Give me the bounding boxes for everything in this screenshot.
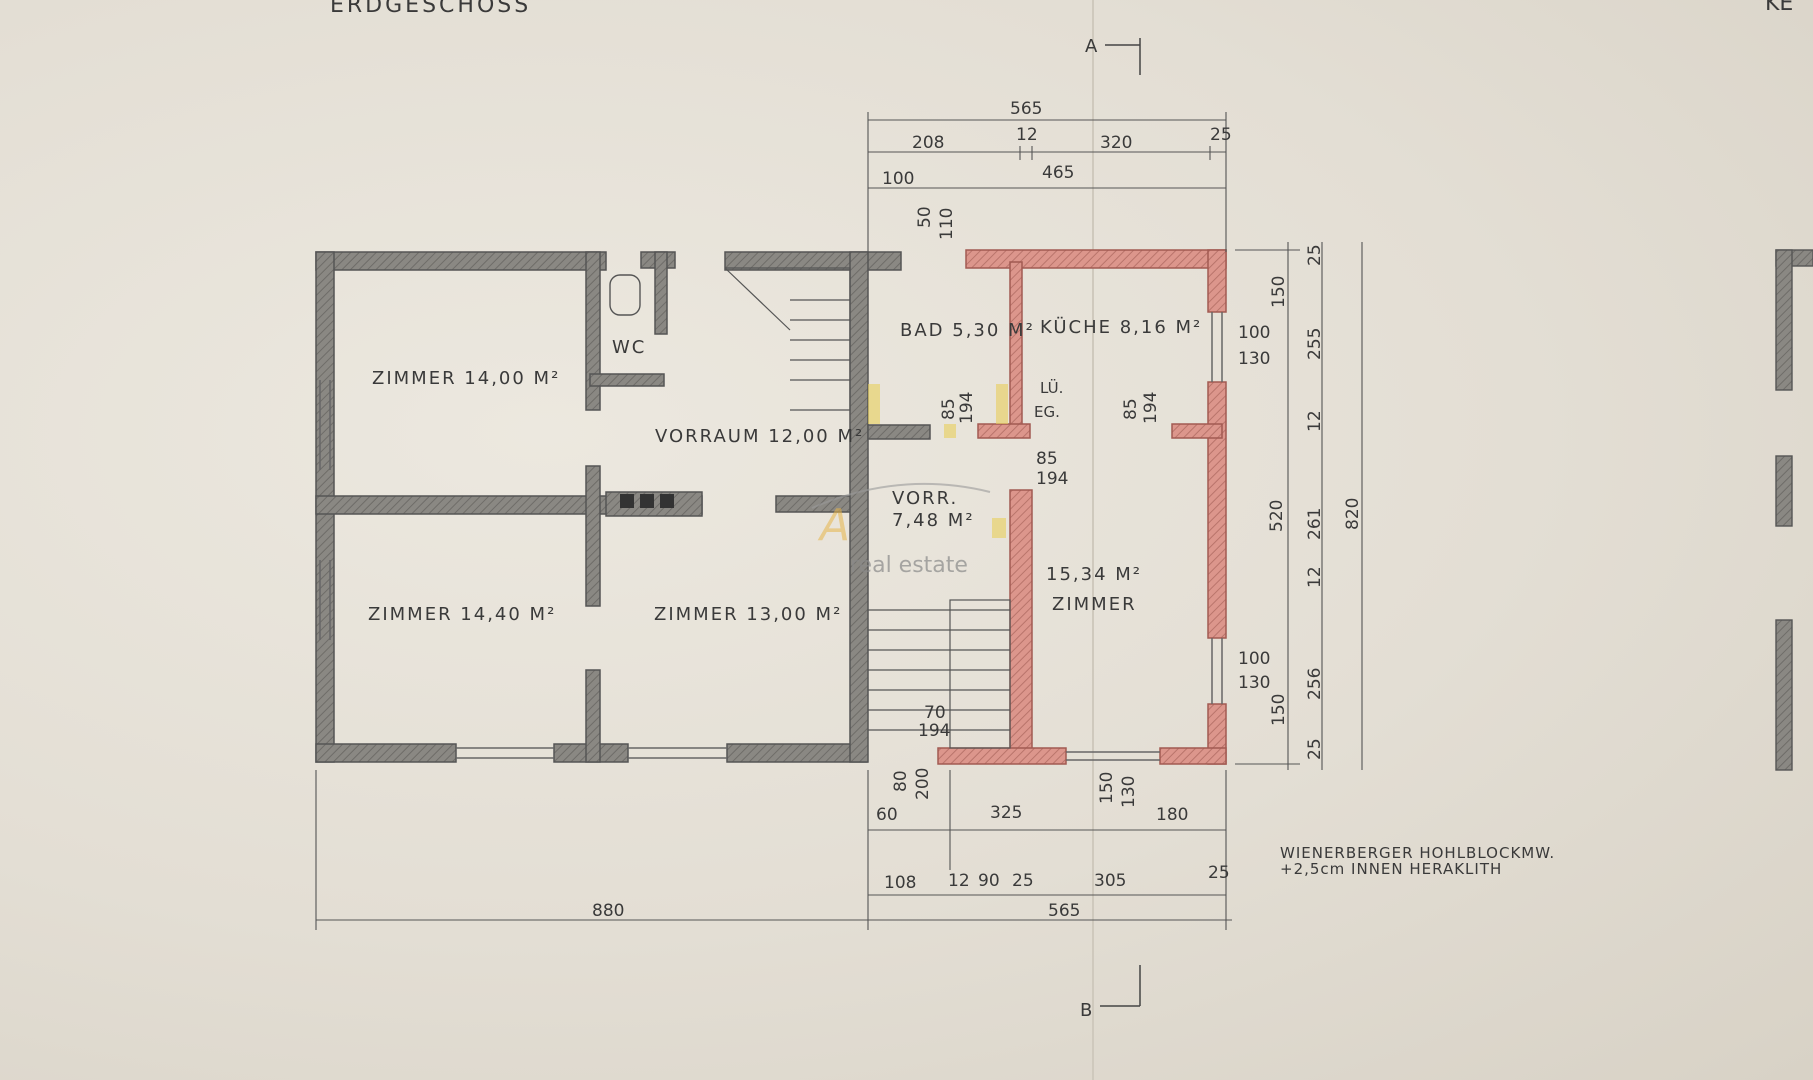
dim-bottom-200: 200 (913, 768, 933, 800)
dim-door-70: 70 (924, 703, 946, 723)
dim-far-261: 261 (1305, 508, 1325, 540)
section-marker-b: B (1080, 1000, 1092, 1021)
room-label-zimmer-nw: ZIMMER 14,00 M² (372, 368, 560, 389)
dim-bottom-130: 130 (1119, 776, 1139, 808)
adjacent-plan-fragment (1775, 249, 1813, 771)
room-label-zimmer-e-area: 15,34 M² (1046, 564, 1142, 585)
dim-bottom-880: 880 (592, 901, 624, 921)
dimension-labels: 565 208 12 320 25 100 465 50 110 85 194 … (592, 99, 1363, 921)
chimney-icon (620, 494, 674, 508)
dim-top-25: 25 (1210, 125, 1232, 145)
dim-door-194: 194 (918, 721, 950, 741)
dim-far-12a: 12 (1305, 410, 1325, 432)
dim-top-320: 320 (1100, 133, 1132, 153)
section-marker-a: A (1085, 36, 1098, 57)
dim-bottom-180: 180 (1156, 805, 1188, 825)
room-label-bad: BAD 5,30 M² (900, 320, 1035, 341)
dim-far-255: 255 (1305, 328, 1325, 360)
dim-door-b-85: 85 (1121, 398, 1141, 420)
dim-top-465: 465 (1042, 163, 1074, 183)
dim-bottom-108: 108 (884, 873, 916, 893)
label-eg: EG. (1034, 403, 1060, 421)
room-label-zimmer-s: ZIMMER 13,00 M² (654, 604, 842, 625)
note-wall-material: WIENERBERGER HOHLBLOCKMW. (1280, 844, 1555, 862)
dim-top-208: 208 (912, 133, 944, 153)
dim-right-100b: 100 (1238, 649, 1270, 669)
dim-far-256: 256 (1305, 668, 1325, 700)
room-label-vorraum: VORRAUM 12,00 M² (655, 426, 864, 447)
dim-door-a-85: 85 (939, 398, 959, 420)
room-labels: ZIMMER 14,00 M² WC VORRAUM 12,00 M² BAD … (368, 316, 1202, 625)
staircase-icon (724, 267, 1011, 749)
dim-bottom-25b: 25 (1208, 863, 1230, 883)
dim-bottom-150: 150 (1097, 772, 1117, 804)
dim-right-150b: 150 (1269, 694, 1289, 726)
sheet-title: ERDGESCHOSS (330, 0, 531, 18)
room-label-vorr: VORR. (892, 488, 958, 509)
dim-bottom-80: 80 (891, 770, 911, 792)
room-label-wc: WC (612, 337, 646, 358)
dim-bottom-325: 325 (990, 803, 1022, 823)
note-insulation: +2,5cm INNEN HERAKLITH (1280, 860, 1502, 878)
windows (319, 312, 1223, 761)
toilet-icon (609, 274, 641, 316)
dim-v-110: 110 (937, 208, 957, 240)
dim-door-a-194: 194 (957, 392, 977, 424)
room-label-vorr-area: 7,48 M² (892, 510, 975, 531)
highlight-marks (868, 384, 1008, 538)
dim-door-c-194: 194 (1036, 469, 1068, 489)
dim-far-25b: 25 (1305, 738, 1325, 760)
room-label-zimmer-e: ZIMMER (1052, 594, 1137, 615)
dim-right-130a: 130 (1238, 349, 1270, 369)
dim-far-25a: 25 (1305, 244, 1325, 266)
watermark: A real estate (811, 482, 991, 578)
dim-far-820: 820 (1343, 498, 1363, 530)
watermark-logo: A (817, 500, 850, 551)
walls-existing (315, 251, 931, 763)
room-label-kueche: KÜCHE 8,16 M² (1040, 316, 1202, 338)
dim-top-100: 100 (882, 169, 914, 189)
dim-bottom-25: 25 (1012, 871, 1034, 891)
dimension-lines (315, 112, 1363, 930)
dim-top-total: 565 (1010, 99, 1042, 119)
dim-bottom-305: 305 (1094, 871, 1126, 891)
dim-bottom-90: 90 (978, 871, 1000, 891)
sheet-title-right: KE (1765, 0, 1793, 16)
dim-bottom-60: 60 (876, 805, 898, 825)
dim-top-12: 12 (1016, 125, 1038, 145)
dim-right-100a: 100 (1238, 323, 1270, 343)
dim-right-130b: 130 (1238, 673, 1270, 693)
dim-v-50: 50 (915, 206, 935, 228)
room-label-zimmer-sw: ZIMMER 14,40 M² (368, 604, 556, 625)
watermark-text: real estate (850, 553, 968, 578)
dim-door-c-85: 85 (1036, 449, 1058, 469)
dim-right-520: 520 (1267, 500, 1287, 532)
dim-bottom-12: 12 (948, 871, 970, 891)
dim-bottom-565: 565 (1048, 901, 1080, 921)
dim-right-150a: 150 (1269, 276, 1289, 308)
dim-far-12b: 12 (1305, 566, 1325, 588)
dim-door-b-194: 194 (1141, 392, 1161, 424)
label-lue: LÜ. (1040, 378, 1063, 397)
walls-new (937, 249, 1227, 765)
